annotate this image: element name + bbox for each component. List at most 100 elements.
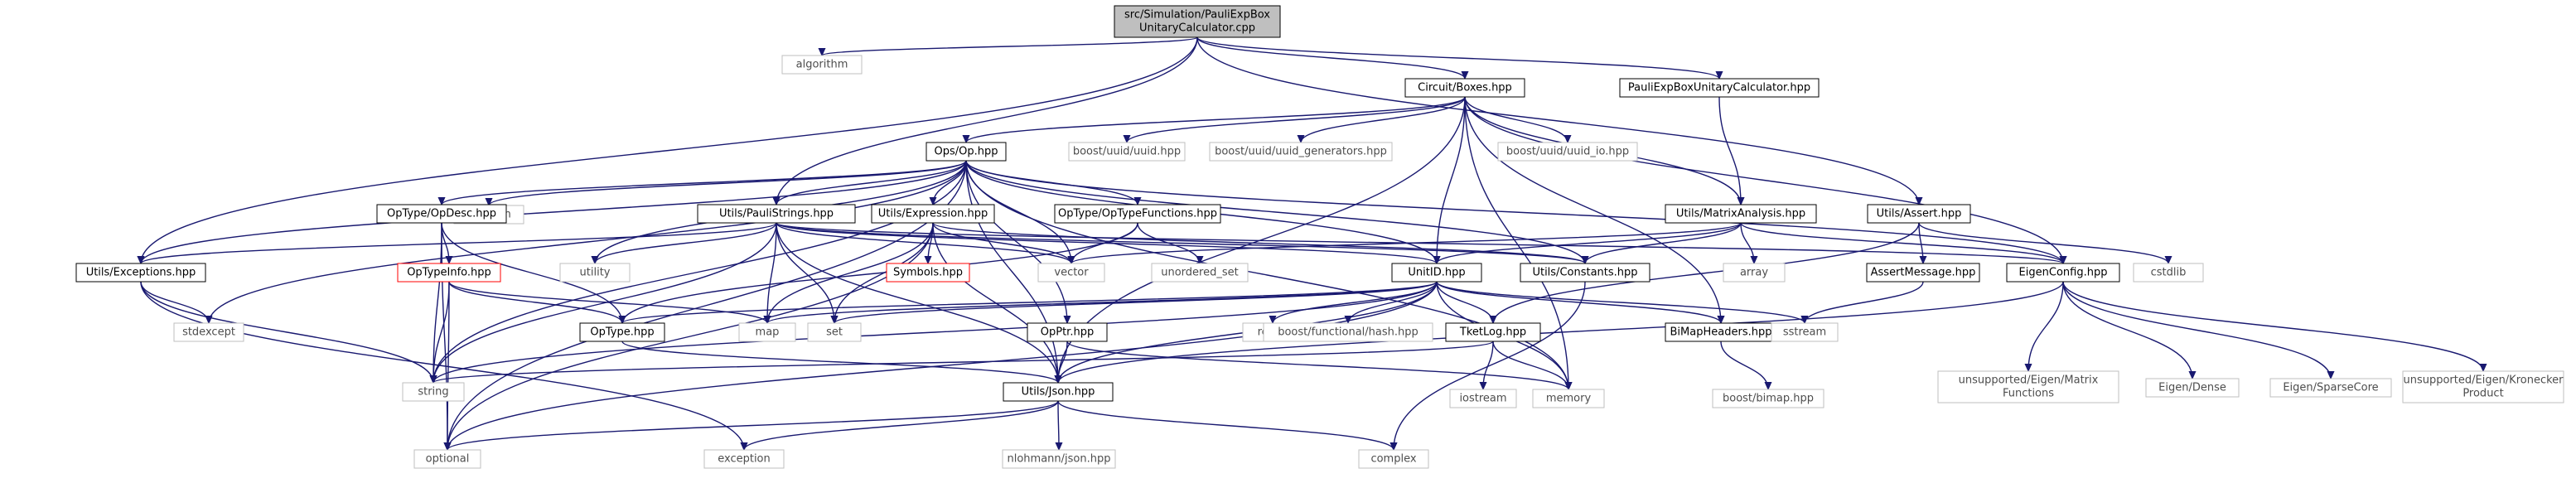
node-exception: exception (703, 449, 785, 469)
node-constants[interactable]: Utils/Constants.hpp (1520, 263, 1650, 283)
node-pauli_calc_hpp[interactable]: PauliExpBoxUnitaryCalculator.hpp (1619, 78, 1820, 98)
edge-utils_assert-to-tketlog (1493, 222, 1920, 323)
node-eigen_config-label: EigenConfig.hpp (2019, 267, 2108, 279)
edge-exceptions-to-stdexcept (140, 281, 209, 323)
edge-pauli_strings-to-string (433, 222, 777, 383)
edge-eigen_config-to-eigen_dense (2062, 281, 2192, 379)
node-symbols-box (886, 263, 970, 283)
edge-pauli_strings-to-unitid (776, 222, 1437, 263)
edge-unitid-to-set (834, 281, 1438, 323)
edge-pauli_calc_hpp-to-matrix_analysis (1718, 96, 1741, 205)
node-circuit_boxes-label: Circuit/Boxes.hpp (1418, 82, 1512, 94)
node-set-box (807, 322, 862, 342)
node-eigen_config[interactable]: EigenConfig.hpp (2006, 263, 2120, 283)
node-root[interactable]: src/Simulation/PauliExpBoxUnitaryCalcula… (1114, 5, 1281, 38)
edge-ops_op-to-opdesc (442, 160, 967, 205)
node-optional-label: optional (426, 453, 470, 466)
node-optypeinfo-box (397, 263, 501, 283)
edge-root-to-circuit_boxes (1196, 36, 1465, 79)
node-optype_functions-box (1054, 204, 1221, 224)
node-assert_message-box (1866, 263, 1980, 283)
node-boost_uuid_io-label: boost/uuid/uuid_io.hpp (1506, 146, 1629, 158)
node-boost_uuid: boost/uuid/uuid.hpp (1068, 142, 1186, 162)
node-nlohmann-label: nlohmann/json.hpp (1008, 453, 1111, 466)
node-utils_assert[interactable]: Utils/Assert.hpp (1867, 204, 1971, 224)
edge-expression-to-vector (932, 222, 1071, 263)
edge-matrix_analysis-to-vector (1071, 222, 1742, 263)
node-boost_uuid_gen: boost/uuid/uuid_generators.hpp (1209, 142, 1393, 162)
edge-unitid-to-string (433, 281, 1438, 383)
nodes-layer: src/Simulation/PauliExpBoxUnitaryCalcula… (75, 5, 2564, 469)
edge-optypeinfo-to-map (448, 281, 767, 323)
node-boost_uuid_io: boost/uuid/uuid_io.hpp (1497, 142, 1638, 162)
node-matrix_analysis-label: Utils/MatrixAnalysis.hpp (1676, 208, 1805, 220)
edge-optype_functions-to-unordered_set (1137, 222, 1200, 263)
node-root-label: UnitaryCalculator.cpp (1139, 22, 1255, 35)
node-utils_json-label: Utils/Json.hpp (1022, 386, 1095, 399)
edge-ops_op-to-opptr (965, 160, 1067, 323)
edge-optypeinfo-to-optype (448, 281, 622, 323)
edge-ops_op-to-eigen_config (965, 160, 2063, 263)
node-optypeinfo[interactable]: OpTypeInfo.hpp (397, 263, 501, 283)
edge-root-to-algorithm (822, 36, 1198, 56)
node-pauli_strings-label: Utils/PauliStrings.hpp (719, 208, 834, 220)
node-map-box (738, 322, 796, 342)
node-vector-label: vector (1054, 267, 1089, 279)
edge-unitid-to-optype (622, 281, 1438, 323)
edge-eigen_config-to-eigen_matrix_fn (2028, 281, 2064, 371)
edge-circuit_boxes-to-ops_op (966, 96, 1466, 143)
edge-pauli_strings-to-utility (595, 222, 777, 263)
node-root-box (1114, 5, 1281, 38)
node-unitid-box (1391, 263, 1482, 283)
edge-pauli_strings-to-map (767, 222, 777, 323)
node-eigen_matrix_fn-box (1937, 370, 2119, 403)
node-complex-box (1358, 449, 1429, 469)
node-sstream-label: sstream (1783, 326, 1826, 339)
node-unitid-label: UnitID.hpp (1408, 267, 1465, 279)
node-symbols[interactable]: Symbols.hpp (886, 263, 970, 283)
edges-layer (140, 36, 2483, 450)
node-optype_functions[interactable]: OpType/OpTypeFunctions.hpp (1054, 204, 1221, 224)
edge-circuit_boxes-to-eigen_config (1464, 96, 2063, 263)
node-utils_json[interactable]: Utils/Json.hpp (1003, 382, 1114, 402)
edge-opdesc-to-optional (441, 222, 447, 450)
edge-unitid-to-sstream (1436, 281, 1805, 323)
node-unitid[interactable]: UnitID.hpp (1391, 263, 1482, 283)
node-bimap_headers[interactable]: BiMapHeaders.hpp (1665, 322, 1777, 342)
node-stdexcept-box (173, 322, 244, 342)
edge-exceptions-to-string (140, 281, 433, 383)
edge-ops_op-to-optional (447, 160, 967, 450)
node-memory-box (1532, 389, 1605, 408)
edge-constants-to-complex (1394, 281, 1586, 450)
node-eigen_dense: Eigen/Dense (2145, 378, 2240, 398)
edge-optype_functions-to-optype (622, 222, 1138, 323)
edge-utils_json-to-nlohmann (1058, 400, 1059, 450)
node-pauli_strings[interactable]: Utils/PauliStrings.hpp (697, 204, 856, 224)
node-algorithm-label: algorithm (796, 59, 848, 71)
edge-bimap_headers-to-boost_bimap (1720, 341, 1768, 389)
node-expression-box (871, 204, 995, 224)
node-root-label: src/Simulation/PauliExpBox (1124, 9, 1270, 22)
node-optype[interactable]: OpType.hpp (579, 322, 665, 342)
node-assert_message[interactable]: AssertMessage.hpp (1866, 263, 1980, 283)
node-nlohmann: nlohmann/json.hpp (1002, 449, 1116, 469)
node-circuit_boxes[interactable]: Circuit/Boxes.hpp (1404, 78, 1525, 98)
node-exceptions[interactable]: Utils/Exceptions.hpp (75, 263, 206, 283)
edge-circuit_boxes-to-boost_uuid (1127, 96, 1466, 143)
edge-opptr-to-memory (1066, 341, 1568, 389)
node-matrix_analysis[interactable]: Utils/MatrixAnalysis.hpp (1665, 204, 1817, 224)
node-tketlog[interactable]: TketLog.hpp (1445, 322, 1541, 342)
node-exception-box (703, 449, 785, 469)
edge-ops_op-to-memory (965, 160, 1568, 389)
node-opptr[interactable]: OpPtr.hpp (1027, 322, 1108, 342)
node-expression[interactable]: Utils/Expression.hpp (871, 204, 995, 224)
node-pauli_strings-box (697, 204, 856, 224)
node-ops_op[interactable]: Ops/Op.hpp (926, 142, 1007, 162)
node-stdexcept-label: stdexcept (182, 326, 235, 339)
node-opdesc[interactable]: OpType/OpDesc.hpp (376, 204, 507, 224)
node-opptr-label: OpPtr.hpp (1041, 326, 1094, 339)
edge-ops_op-to-pauli_strings (776, 160, 967, 205)
edge-pauli_strings-to-constants (776, 222, 1585, 263)
edge-utils_json-to-complex (1057, 400, 1394, 450)
edge-unitid-to-tketlog (1436, 281, 1493, 323)
